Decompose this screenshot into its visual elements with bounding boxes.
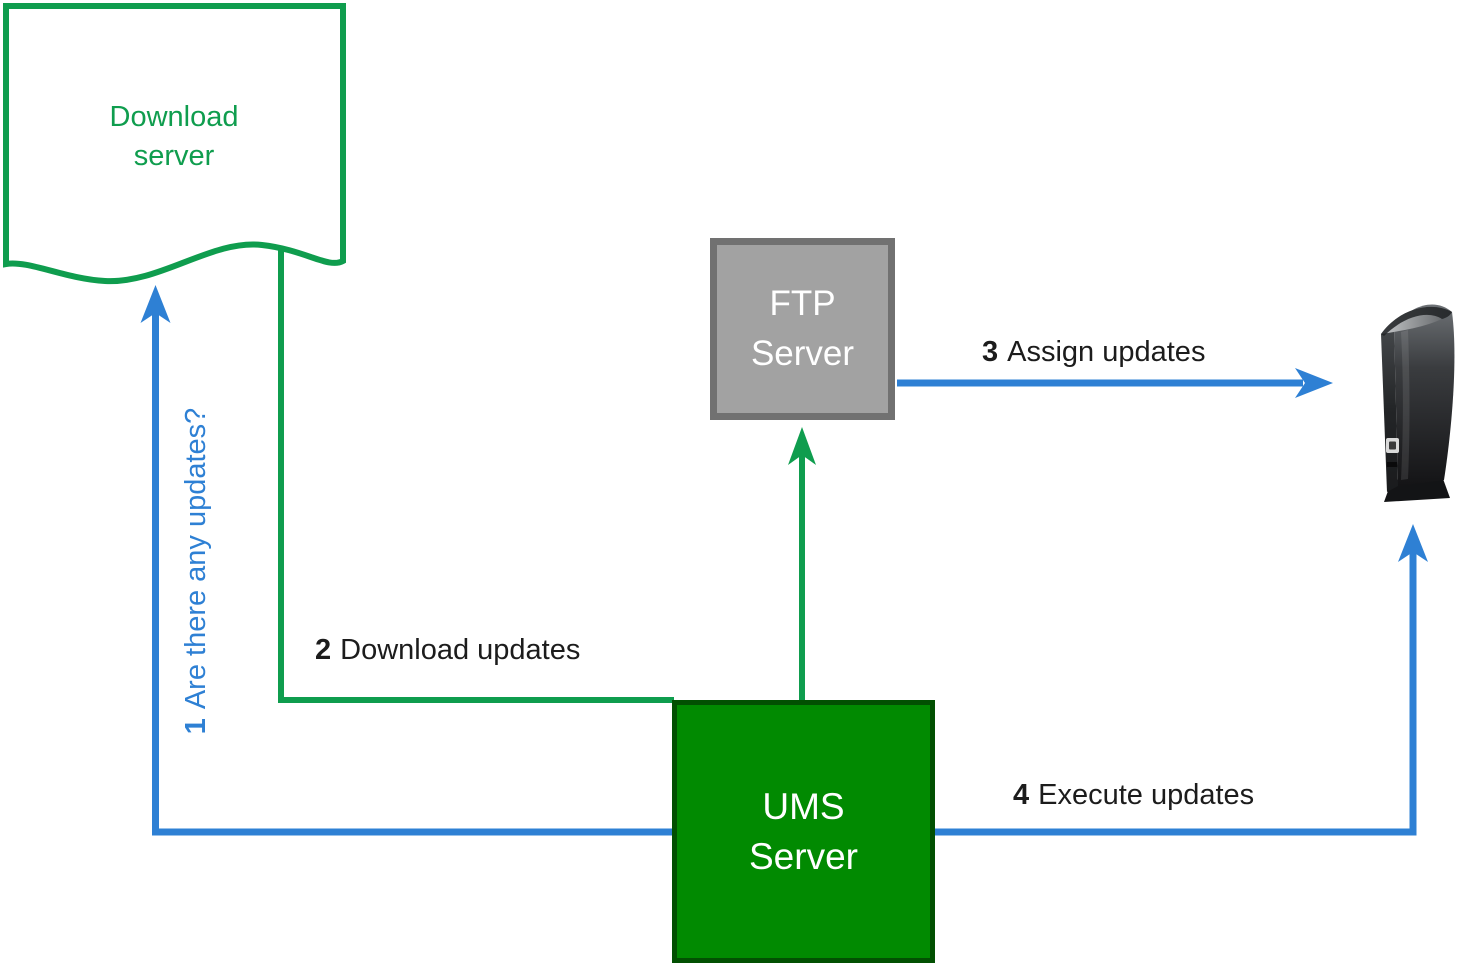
download-server-label-line2: server xyxy=(133,140,215,172)
node-thin-client xyxy=(1368,288,1462,506)
edge-ums-to-ftp-arrow xyxy=(788,427,816,700)
device-slot xyxy=(1387,462,1397,467)
edge-4-arrowhead xyxy=(1398,524,1428,562)
edge-3-assign-updates-arrow xyxy=(897,368,1333,398)
edge-2-download-updates-line xyxy=(278,250,674,703)
download-server-label-line1: Download xyxy=(109,101,239,133)
device-highlight xyxy=(1401,330,1410,480)
edge-4-text: Execute updates xyxy=(1038,779,1255,811)
ftp-server-label-line2: Server xyxy=(750,334,855,373)
thin-client-tower-icon xyxy=(1381,304,1455,502)
edge-2-number: 2 xyxy=(315,634,332,666)
device-logo-mark xyxy=(1389,441,1396,450)
edge-1-text: Are there any updates? xyxy=(180,407,212,710)
edge-1-arrowhead xyxy=(140,285,171,323)
edge-label-1: 1 Are there any updates? xyxy=(179,381,213,761)
edge-2-text: Download updates xyxy=(340,634,581,666)
node-ums-server: UMS Server xyxy=(672,700,935,963)
edge-3-arrowhead xyxy=(1295,368,1333,398)
edge-3-text: Assign updates xyxy=(1007,336,1206,368)
device-top-rim xyxy=(1381,306,1452,336)
download-server-shape xyxy=(2,3,346,285)
node-ftp-server: FTP Server xyxy=(710,238,895,420)
ftp-server-label-line1: FTP xyxy=(769,284,836,323)
ums-server-label-line2: Server xyxy=(749,835,858,877)
ums-server-label-line1: UMS xyxy=(762,785,845,827)
device-side-panel xyxy=(1394,304,1455,486)
node-download-server: Download server xyxy=(0,0,350,300)
edge-ums-to-ftp-arrowhead xyxy=(788,427,816,465)
edge-1-check-updates-arrow xyxy=(140,285,672,836)
edge-4-execute-updates-arrow xyxy=(935,524,1428,836)
edge-4-number: 4 xyxy=(1013,779,1030,811)
edge-1-number: 1 xyxy=(180,718,212,735)
download-server-label: Download server xyxy=(0,98,348,176)
edge-3-number: 3 xyxy=(982,336,999,368)
